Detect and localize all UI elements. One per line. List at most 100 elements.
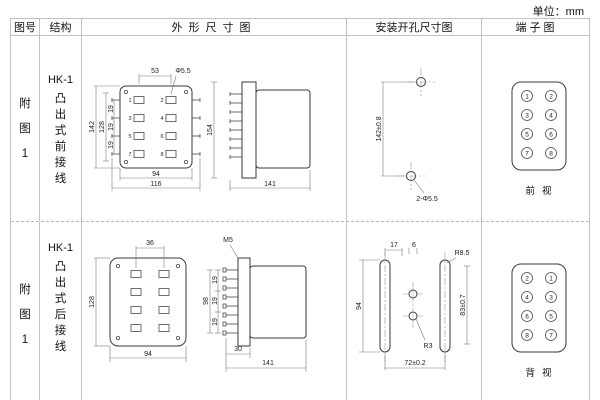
terminal-number: 7 xyxy=(549,333,553,340)
terminal-squares xyxy=(130,270,170,332)
header-terminal-diagram: 端子图 xyxy=(481,19,591,35)
terminal-number: 5 xyxy=(549,314,553,321)
structure-label: 凸出式后接线 xyxy=(54,261,67,353)
terminal-number: 8 xyxy=(525,333,529,340)
outline-cell: 1 2 3 4 5 6 7 8 53 xyxy=(81,36,346,221)
terminal-number: 5 xyxy=(525,132,529,139)
dim-hole-radius: R3 xyxy=(424,343,433,350)
dim-pitch: 19 xyxy=(108,141,115,149)
dimensions: 36 128 94 xyxy=(89,240,187,362)
header-fig-no: 图号 xyxy=(14,22,36,34)
terminal-diagram-rear: 2 1 4 3 6 5 8 7 背视 xyxy=(511,263,567,379)
dim-hole-dia: 6 xyxy=(412,242,416,249)
terminal-number: 4 xyxy=(160,116,163,122)
spec-table: 图号 结构 外形尺寸图 安装开孔尺寸图 端子图 附图1 HK-1 凸出式前接线 xyxy=(10,18,590,400)
terminal-number: 4 xyxy=(525,295,529,302)
table-row-rear-wiring: 附图1 HK-1 凸出式后接线 xyxy=(11,221,589,400)
header-mounting-dims: 安装开孔尺寸图 xyxy=(346,19,481,35)
terminal-number: 5 xyxy=(128,134,131,140)
dim-side-height: 154 xyxy=(207,124,214,136)
mounting-drawing-front-wiring: 142±0.8 2-Φ5.5 xyxy=(376,68,438,203)
terminal-number: 1 xyxy=(128,98,131,104)
dim-block-depth: 30 xyxy=(234,346,242,353)
outline-drawing-front-wiring: 1 2 3 4 5 6 7 8 53 xyxy=(89,68,311,191)
terminal-outline xyxy=(511,81,567,171)
dim-height-outer: 128 xyxy=(89,296,96,308)
terminal-number: 7 xyxy=(525,151,529,158)
dim-pitch: 19 xyxy=(212,297,219,305)
terminal-outline xyxy=(511,263,567,353)
dim-pitch: 19 xyxy=(108,105,115,113)
dim-offset: 17 xyxy=(390,242,398,249)
header-row: 图号 结构 外形尺寸图 安装开孔尺寸图 端子图 xyxy=(11,19,589,36)
dim-slot-radius: R8.5 xyxy=(455,250,470,257)
outline-cell: 36 128 94 M5 xyxy=(81,222,346,400)
terminal-pins xyxy=(111,98,201,156)
dim-pitch: 19 xyxy=(108,123,115,131)
terminal-number: 3 xyxy=(549,295,553,302)
mounting-drawing-rear-wiring: 17 6 R8.5 94 83±0.7 R3 xyxy=(356,242,470,370)
relay-rear-view xyxy=(109,257,187,347)
mounting-holes xyxy=(397,68,435,190)
view-label: 背视 xyxy=(525,367,558,379)
outline-drawing-rear-wiring: 36 128 94 M5 xyxy=(89,237,307,372)
structure-cell: HK-1 凸出式后接线 xyxy=(39,222,81,400)
dim-bottom-outer: 116 xyxy=(150,181,161,188)
terminal-number: 1 xyxy=(549,276,553,283)
relay-side-view: M5 xyxy=(203,237,307,372)
side-pins xyxy=(229,92,242,159)
mounting-slots xyxy=(379,252,451,362)
dim-hole-dia: Φ5.5 xyxy=(175,68,190,75)
unit-label: 单位：mm xyxy=(532,6,584,18)
dim-screw-label: M5 xyxy=(223,237,233,244)
mounting-dimensions: 142±0.8 2-Φ5.5 xyxy=(376,81,438,203)
dimensions: 53 Φ5.5 142 128 19 19 19 xyxy=(89,68,201,191)
terminal-number: 4 xyxy=(549,113,553,120)
terminal-numbers: 1 2 3 4 5 6 7 8 xyxy=(128,98,163,158)
dim-height-inner: 128 xyxy=(99,121,106,133)
dim-side-depth: 141 xyxy=(264,181,276,188)
relay-front-view: 1 2 3 4 5 6 7 8 xyxy=(111,85,201,169)
terminal-number: 3 xyxy=(525,113,529,120)
model-label: HK-1 xyxy=(47,74,74,86)
dim-side-depth: 141 xyxy=(262,360,274,367)
terminal-diagram-front: 1 2 3 4 5 6 7 8 前视 xyxy=(511,81,567,197)
figure-number: 附图1 xyxy=(19,98,31,160)
figure-number: 附图1 xyxy=(19,284,31,346)
dim-holes-label: 2-Φ5.5 xyxy=(416,196,438,203)
fig-no-cell: 附图1 xyxy=(11,36,39,221)
dim-height-outer: 142 xyxy=(89,121,96,133)
terminal-number: 6 xyxy=(549,132,553,139)
dim-top-width: 36 xyxy=(146,240,154,247)
terminal-cell: 2 1 4 3 6 5 8 7 背视 xyxy=(481,222,591,400)
terminal-number: 6 xyxy=(160,134,163,140)
dim-hole-spacing: 142±0.8 xyxy=(376,116,383,141)
mounting-dimensions: 17 6 R8.5 94 83±0.7 R3 xyxy=(356,242,470,370)
terminal-number: 8 xyxy=(549,151,553,158)
header-outline-dims: 外形尺寸图 xyxy=(81,19,346,35)
terminal-number: 8 xyxy=(160,152,163,158)
terminal-number: 1 xyxy=(525,94,529,101)
header-structure: 结构 xyxy=(39,19,81,35)
dim-side-height: 98 xyxy=(203,297,210,305)
dim-bottom-width: 94 xyxy=(144,351,152,358)
side-pins xyxy=(222,267,238,336)
dim-pitch: 19 xyxy=(212,276,219,284)
terminal-number: 2 xyxy=(525,276,529,283)
dim-bottom-inner: 94 xyxy=(152,171,160,178)
fig-no-cell: 附图1 xyxy=(11,222,39,400)
dim-top-width: 53 xyxy=(151,68,159,75)
model-label: HK-1 xyxy=(47,242,74,254)
terminal-squares xyxy=(133,96,177,158)
terminal-cell: 1 2 3 4 5 6 7 8 前视 xyxy=(481,36,591,221)
dim-hole-spacing-h: 72±0.2 xyxy=(404,360,425,367)
relay-side-view: 154 xyxy=(207,81,311,191)
structure-label: 凸出式前接线 xyxy=(54,93,67,185)
mounting-cell: 142±0.8 2-Φ5.5 xyxy=(346,36,481,221)
table-row-front-wiring: 附图1 HK-1 凸出式前接线 xyxy=(11,36,589,221)
dim-pitch: 19 xyxy=(212,318,219,326)
terminal-number: 3 xyxy=(128,116,131,122)
terminal-number: 2 xyxy=(549,94,553,101)
terminal-number: 6 xyxy=(525,314,529,321)
